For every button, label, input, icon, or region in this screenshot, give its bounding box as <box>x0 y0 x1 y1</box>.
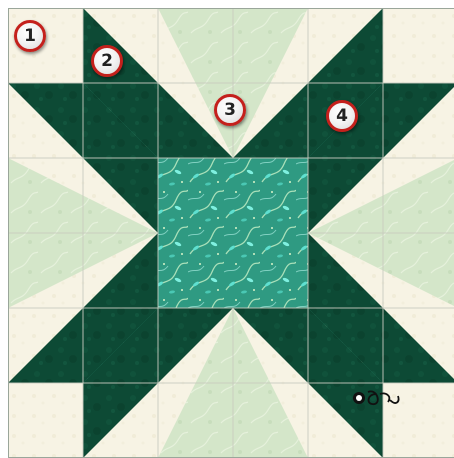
marker-4: 4 <box>326 100 358 132</box>
center-square <box>158 158 308 308</box>
designer-logo <box>352 386 402 410</box>
marker-2: 2 <box>91 45 123 77</box>
marker-1: 1 <box>14 20 46 52</box>
marker-3: 3 <box>214 94 246 126</box>
